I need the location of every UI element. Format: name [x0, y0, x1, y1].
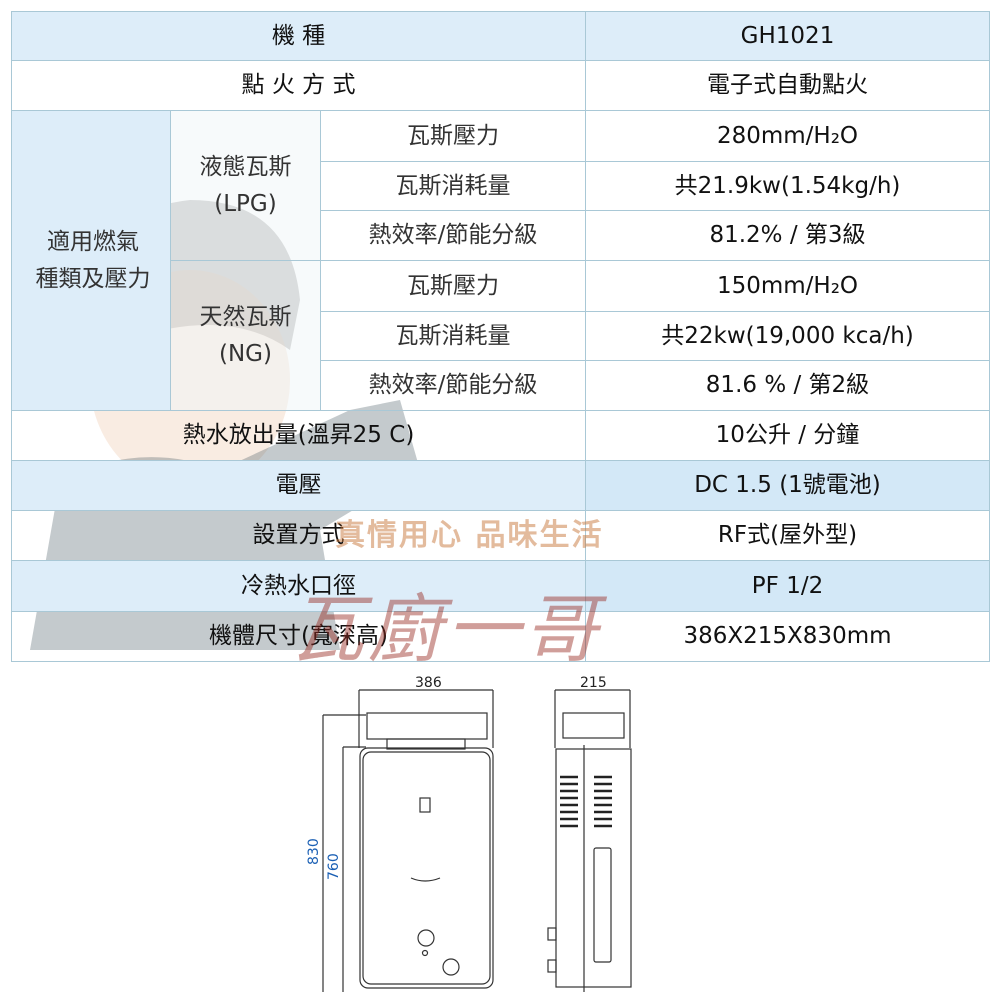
heater-front: [359, 747, 494, 989]
pipe-label: 冷熱水口徑: [12, 561, 586, 612]
ng-efficiency-value: 81.6 % / 第2級: [586, 361, 990, 411]
voltage-label: 電壓: [12, 461, 586, 511]
ng-efficiency-label: 熱效率/節能分級: [321, 361, 586, 411]
install-label: 設置方式: [12, 511, 586, 561]
dimension-diagram: 386 830 760 215: [306, 675, 632, 992]
pipe-value: PF 1/2: [586, 561, 990, 612]
heater-side: [555, 748, 632, 988]
spec-table: 機 種 GH1021 點 火 方 式 電子式自動點火 適用燃氣 種類及壓力 液態…: [11, 11, 990, 662]
lpg-efficiency-value: 81.2% / 第3級: [586, 211, 990, 261]
total-height-label: 830: [306, 838, 322, 865]
gas-group-label: 適用燃氣 種類及壓力: [12, 111, 171, 411]
model-label: 機 種: [12, 12, 586, 61]
ng-cell: 天然瓦斯 (NG): [171, 261, 321, 411]
knob-icon: [442, 958, 460, 976]
lpg-code: (LPG): [214, 190, 277, 217]
lpg-pressure-label: 瓦斯壓力: [321, 111, 586, 162]
install-value: RF式(屋外型): [586, 511, 990, 561]
width-dim-label: 386: [415, 675, 442, 691]
ng-consumption-label: 瓦斯消耗量: [321, 312, 586, 361]
flue-top: [366, 712, 488, 740]
lpg-consumption-label: 瓦斯消耗量: [321, 162, 586, 211]
lpg-pressure-value: 280mm/H₂O: [586, 111, 990, 162]
ng-pressure-label: 瓦斯壓力: [321, 261, 586, 312]
body-height-label: 760: [326, 853, 342, 880]
depth-dim-label: 215: [580, 675, 607, 691]
hot-water-value: 10公升 / 分鐘: [586, 411, 990, 461]
size-value: 386X215X830mm: [586, 612, 990, 662]
lpg-consumption-value: 共21.9kw(1.54kg/h): [586, 162, 990, 211]
lpg-name: 液態瓦斯: [199, 153, 292, 180]
voltage-value: DC 1.5 (1號電池): [586, 461, 990, 511]
ng-name: 天然瓦斯: [199, 303, 292, 330]
ng-pressure-value: 150mm/H₂O: [586, 261, 990, 312]
size-label: 機體尺寸(寬深高): [12, 612, 586, 662]
ng-consumption-value: 共22kw(19,000 kca/h): [586, 312, 990, 361]
ignition-value: 電子式自動點火: [586, 61, 990, 111]
ng-code: (NG): [219, 340, 272, 367]
knob-icon: [417, 929, 435, 947]
lpg-cell: 液態瓦斯 (LPG): [171, 111, 321, 261]
ignition-label: 點 火 方 式: [12, 61, 586, 111]
hot-water-label: 熱水放出量(溫昇25 C): [12, 411, 586, 461]
lpg-efficiency-label: 熱效率/節能分級: [321, 211, 586, 261]
model-value: GH1021: [586, 12, 990, 61]
